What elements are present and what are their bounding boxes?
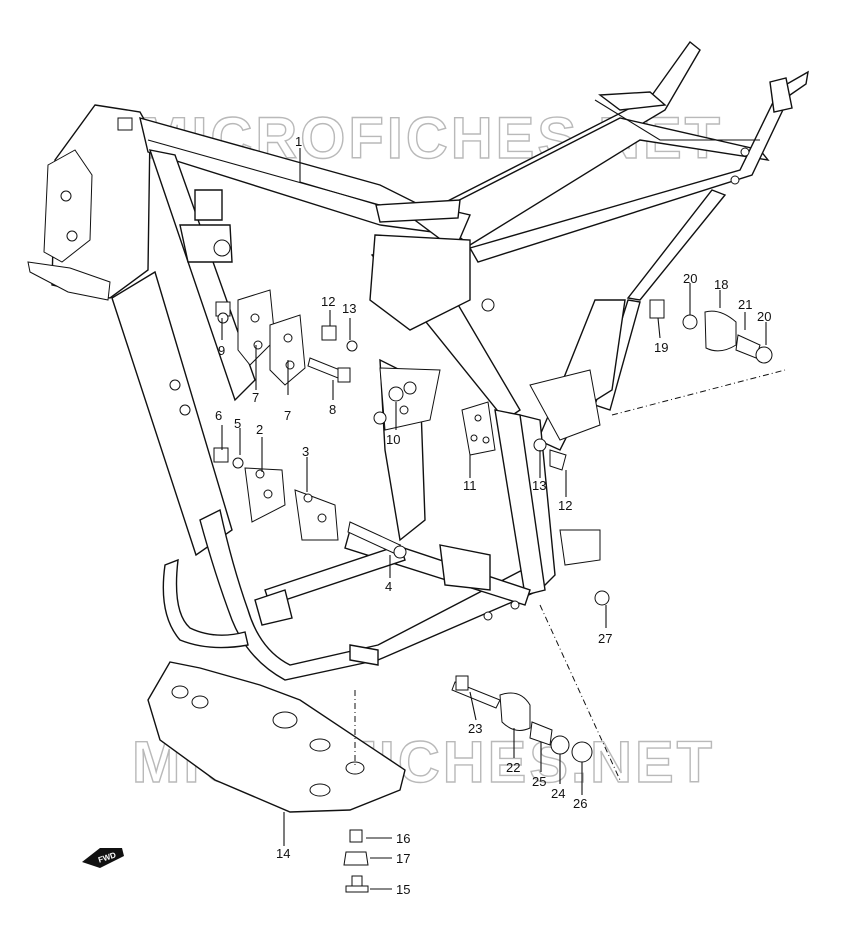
callout-2: 2 (256, 422, 263, 437)
callout-7b: 7 (284, 408, 291, 423)
callout-11: 11 (463, 478, 477, 493)
callout-5: 5 (234, 416, 241, 431)
nut-27 (594, 590, 610, 606)
callout-24: 24 (551, 786, 565, 801)
bolts-12-13-lower (533, 438, 567, 471)
callout-7a: 7 (252, 390, 259, 405)
callout-3: 3 (302, 444, 309, 459)
bolts-12-13-upper (321, 325, 358, 352)
skid-plate-fasteners (343, 829, 369, 893)
callout-6: 6 (215, 408, 222, 423)
bracket-11 (461, 401, 496, 456)
callout-13b: 13 (532, 478, 546, 493)
rear-mount-set (649, 299, 773, 364)
callout-23: 23 (468, 721, 482, 736)
callout-21: 21 (738, 297, 752, 312)
leader-lines (221, 148, 767, 890)
callout-8: 8 (329, 402, 336, 417)
callout-20b: 20 (757, 309, 771, 324)
bolts-5-6 (213, 447, 244, 469)
fwd-arrow-icon: FWD (82, 848, 124, 868)
bolt-9 (215, 301, 231, 324)
callout-14: 14 (276, 846, 290, 861)
callout-1: 1 (295, 134, 302, 149)
callout-25: 25 (532, 774, 546, 789)
callout-27: 27 (598, 631, 612, 646)
callout-16: 16 (396, 831, 410, 846)
callout-20a: 20 (683, 271, 697, 286)
frame-body (27, 40, 809, 681)
callout-13a: 13 (342, 301, 356, 316)
lower-mount-set (451, 604, 621, 781)
callout-labels: 1 9 7 7 8 12 13 10 11 13 12 6 5 2 3 4 27… (215, 134, 771, 897)
brackets-2-3 (244, 467, 339, 541)
callout-9: 9 (218, 343, 225, 358)
callout-22: 22 (506, 760, 520, 775)
bolt-8 (307, 357, 351, 383)
callout-4: 4 (385, 579, 392, 594)
callout-15: 15 (396, 882, 410, 897)
engine-bracket-left-upper (237, 289, 306, 386)
callout-12a: 12 (321, 294, 335, 309)
callout-17: 17 (396, 851, 410, 866)
long-bolt-4 (347, 521, 407, 559)
callout-19: 19 (654, 340, 668, 355)
stay-10 (373, 367, 441, 431)
callout-18: 18 (714, 277, 728, 292)
skid-plate (147, 661, 406, 813)
callout-12b: 12 (558, 498, 572, 513)
callout-26: 26 (573, 796, 587, 811)
callout-10: 10 (386, 432, 400, 447)
